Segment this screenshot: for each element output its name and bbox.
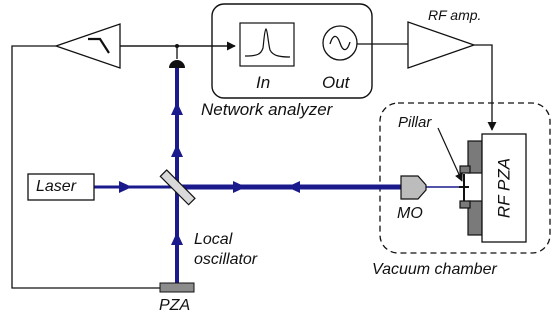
resonance-curve bbox=[244, 28, 291, 58]
beam-direction-arrows bbox=[119, 102, 300, 245]
rf-pza-plate bbox=[481, 133, 527, 243]
wire-rf-amp-to-pza bbox=[474, 44, 497, 131]
arrow-right-laser bbox=[119, 181, 132, 193]
rf-pza-label: RF PZA bbox=[494, 157, 514, 219]
rf-amplifier-triangle bbox=[407, 21, 476, 69]
out-label: Out bbox=[322, 73, 350, 92]
wire-junction-dot bbox=[175, 44, 179, 48]
filter-amplifier-triangle bbox=[54, 23, 121, 69]
arrow-left-beam bbox=[287, 181, 300, 193]
local-oscillator-label-line2: oscillator bbox=[194, 251, 258, 268]
pza-label: PZA bbox=[159, 297, 191, 314]
local-oscillator-label-line1: Local bbox=[194, 231, 233, 248]
arrow-up-upper bbox=[171, 102, 183, 115]
pza-mount bbox=[159, 282, 195, 293]
microscope-objective bbox=[400, 175, 427, 200]
pillar-label: Pillar bbox=[398, 114, 432, 131]
arrow-up-lower bbox=[171, 232, 183, 245]
mo-label: MO bbox=[397, 205, 423, 222]
rf-amp-label: RF amp. bbox=[428, 7, 482, 23]
vacuum-chamber-label: Vacuum chamber bbox=[372, 261, 497, 278]
vacuum-chamber-box bbox=[379, 102, 551, 254]
arrow-up-middle bbox=[171, 144, 183, 157]
network-analyzer-input-display bbox=[239, 22, 295, 67]
pillar-pointer bbox=[437, 127, 463, 182]
sine-wave-icon bbox=[329, 35, 351, 51]
holder-bottom-ledge bbox=[459, 200, 471, 209]
arrow-right-beam bbox=[233, 181, 246, 193]
sample-holder bbox=[459, 140, 483, 236]
holder-top-ledge bbox=[459, 165, 471, 174]
laser-box bbox=[27, 173, 95, 201]
network-analyzer-label: Network analyzer bbox=[201, 100, 333, 119]
laser-label: Laser bbox=[36, 178, 77, 195]
beam-splitter bbox=[159, 169, 196, 206]
photodetector-icon bbox=[169, 60, 185, 68]
lowpass-filter-icon bbox=[88, 37, 110, 54]
wire-feedback-loop bbox=[11, 45, 172, 289]
in-label: In bbox=[256, 73, 271, 92]
